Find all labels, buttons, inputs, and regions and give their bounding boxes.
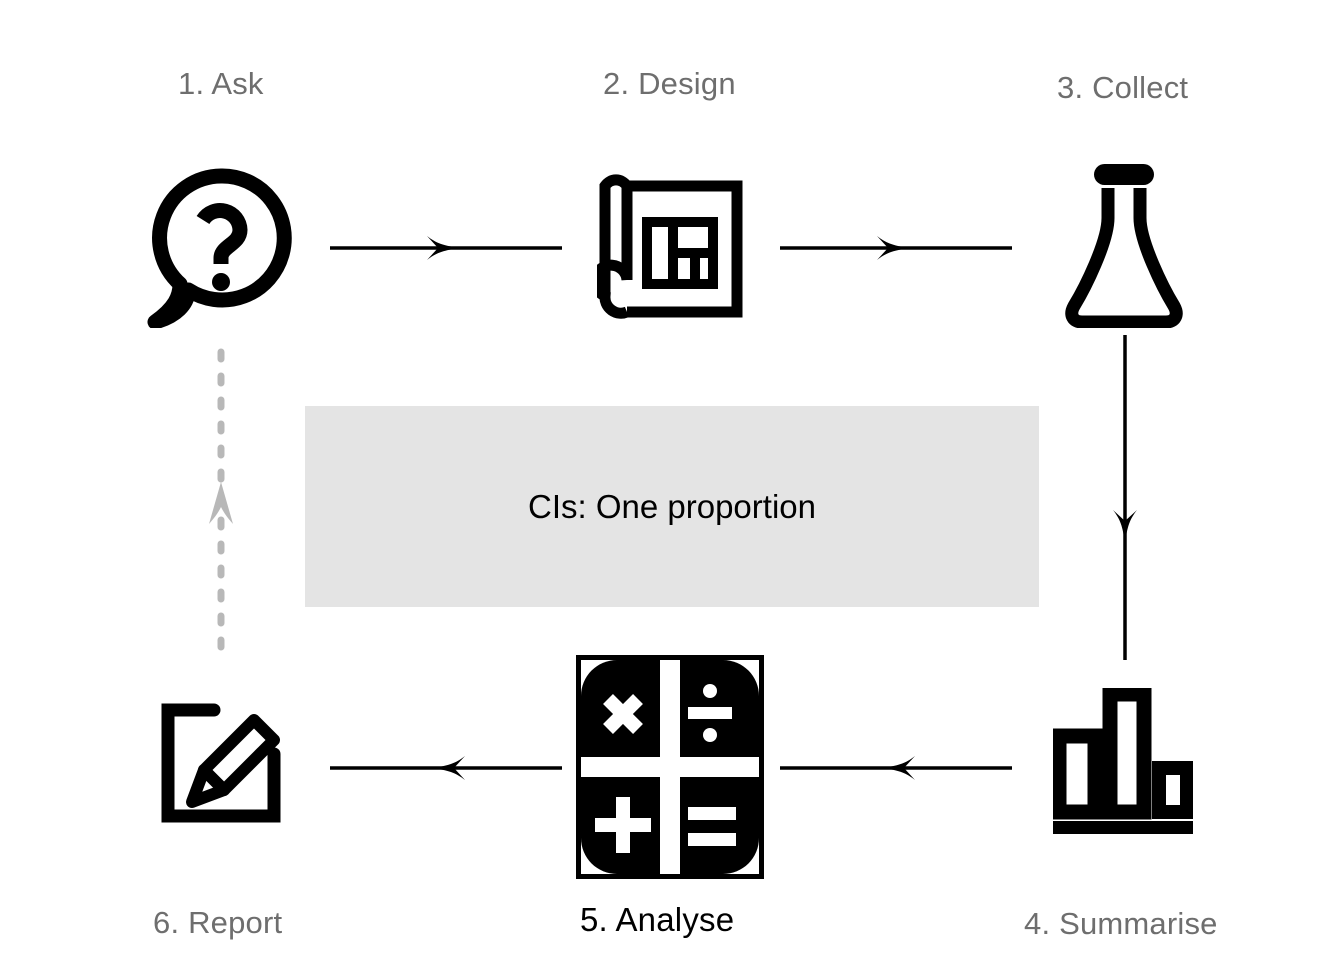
topic-banner-text: CIs: One proportion [528, 487, 816, 525]
step-label-report: 6. Report [153, 905, 283, 940]
erlenmeyer-flask-icon [1065, 160, 1183, 328]
step-label-collect: 3. Collect [1057, 70, 1189, 105]
connector-report-to-ask [208, 348, 234, 668]
connector-design-to-collect [780, 235, 1012, 261]
topic-banner: CIs: One proportion [305, 406, 1039, 607]
connector-analyse-to-report [330, 755, 562, 781]
bar-chart-icon [1053, 688, 1193, 836]
connector-collect-to-summarise [1112, 335, 1138, 660]
step-label-summarise: 4. Summarise [1024, 906, 1218, 941]
blueprint-scroll-icon [597, 170, 747, 322]
speech-bubble-question-icon [147, 168, 292, 328]
calculator-operations-icon [576, 655, 764, 879]
step-label-design: 2. Design [603, 66, 736, 101]
step-label-analyse: 5. Analyse [580, 901, 735, 938]
connector-ask-to-design [330, 235, 562, 261]
step-label-ask: 1. Ask [178, 66, 264, 101]
connector-summarise-to-analyse [780, 755, 1012, 781]
document-pencil-icon [160, 698, 285, 826]
